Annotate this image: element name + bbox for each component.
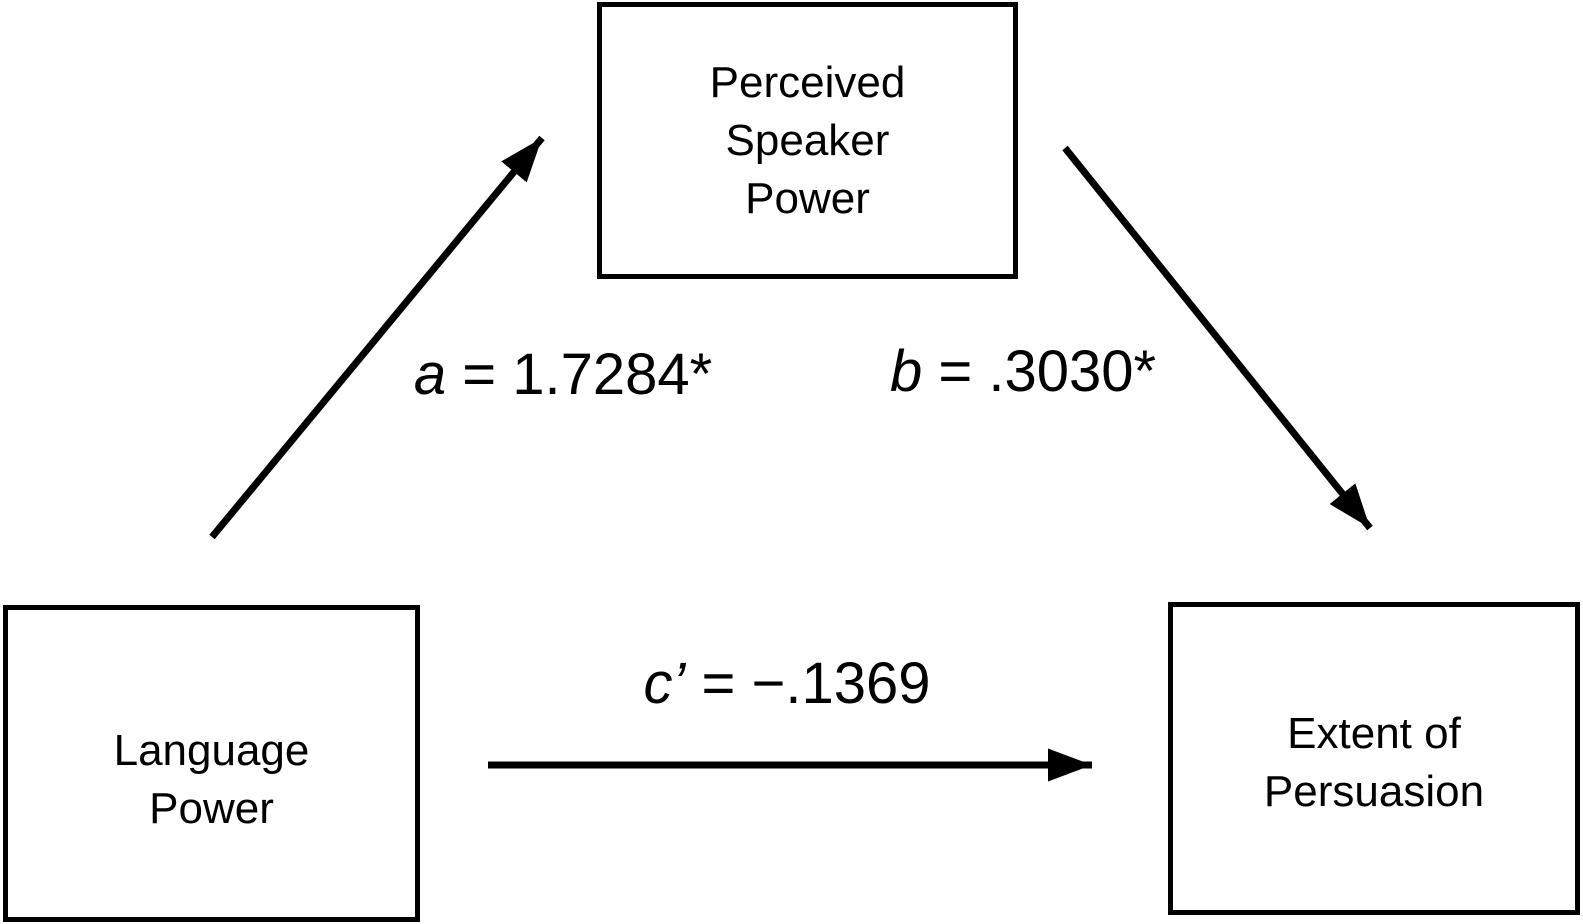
node-extent-of-persuasion: Extent of Persuasion xyxy=(1168,602,1580,915)
path-b-variable: b xyxy=(889,339,923,404)
node-language-power-label: Language Power xyxy=(113,725,310,833)
node-perceived-speaker-power: Perceived Speaker Power xyxy=(597,2,1018,279)
node-perceived-speaker-power-label: Perceived Speaker Power xyxy=(709,57,906,223)
path-c-prime-coefficient-label: c’ = −.1369 xyxy=(643,655,930,713)
path-c-prime-value: = −.1369 xyxy=(685,651,931,716)
path-c-prime-variable: c’ xyxy=(643,651,686,716)
node-language-power: Language Power xyxy=(3,605,420,922)
path-a-coefficient-label: a = 1.7284* xyxy=(414,346,712,404)
path-a-value: = 1.7284* xyxy=(446,342,713,407)
node-extent-of-persuasion-label: Extent of Persuasion xyxy=(1263,708,1485,816)
path-b-arrow xyxy=(1062,145,1373,531)
path-a-arrow xyxy=(209,135,545,540)
path-b-coefficient-label: b = .3030* xyxy=(890,343,1156,401)
path-a-variable: a xyxy=(413,342,447,407)
path-b-value: = .3030* xyxy=(922,339,1157,404)
